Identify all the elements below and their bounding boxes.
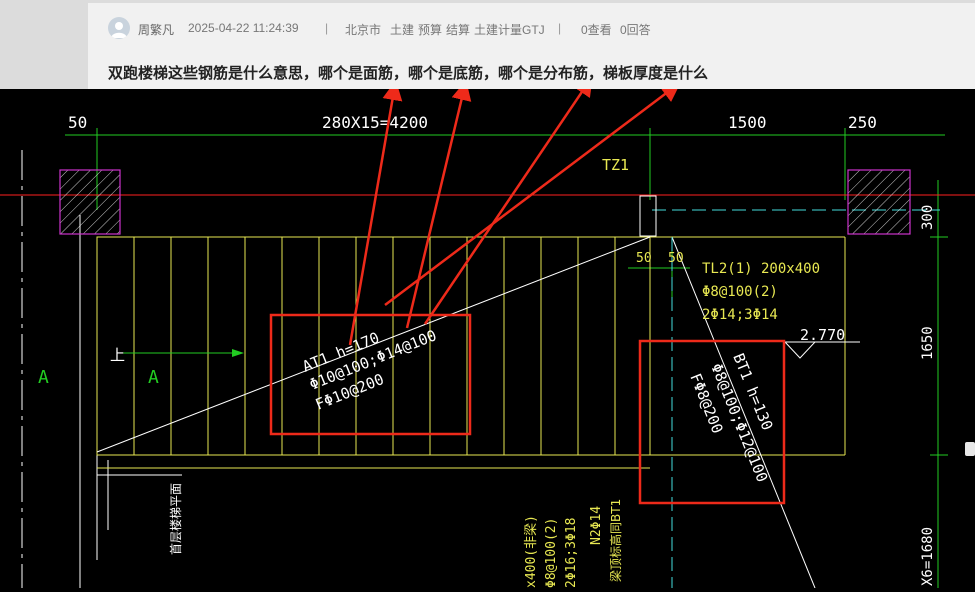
dimension-lines — [0, 128, 975, 588]
question-title[interactable]: 双跑楼梯这些钢筋是什么意思，哪个是面筋，哪个是底筋，哪个是分布筋，梯板厚度是什么 — [108, 64, 709, 82]
tl2-line2: Φ8@100(2) — [702, 284, 778, 300]
avatar[interactable] — [108, 17, 130, 39]
dim-steps: 280X15=4200 — [322, 113, 428, 132]
beam-text-3: 2Φ16;3Φ18 — [564, 518, 579, 588]
dim-300: 300 — [920, 205, 936, 230]
tl2-line1: TL2(1) 200x400 — [702, 261, 820, 277]
meta-separator: | — [325, 21, 329, 35]
tag-settlement[interactable]: 结算 — [446, 23, 471, 37]
dim-1680: X6=1680 — [920, 527, 936, 586]
dim-50a: 50 — [636, 251, 652, 266]
dim-landing: 1500 — [728, 113, 767, 132]
tz1-label: TZ1 — [602, 156, 629, 174]
tag-region[interactable]: 北京市 — [345, 23, 382, 37]
stair-plan-svg: 50 280X15=4200 1500 250 300 1650 X6=1680… — [0, 75, 975, 589]
beam-text-2: Φ8@100(2) — [544, 518, 559, 588]
author-name[interactable]: 周繁凡 — [138, 23, 175, 37]
tag-civil[interactable]: 土建 — [390, 23, 415, 37]
question-header: 周繁凡 2025-04-22 11:24:39 | 北京市 土建 预算 结算 土… — [0, 0, 975, 89]
stair-break-lines — [96, 209, 940, 589]
stair-treads — [96, 236, 846, 469]
floor-plan-caption: 首层楼梯平面 — [168, 483, 183, 555]
meta-separator: | — [558, 21, 562, 35]
view-count: 0查看 — [581, 23, 612, 37]
side-panel-icon[interactable] — [965, 442, 975, 456]
beam-text-4: N2Φ14 — [589, 506, 604, 545]
up-arrow-head — [232, 349, 244, 357]
hatched-columns — [59, 169, 911, 237]
tag-gtj[interactable]: 土建计量GTJ — [474, 23, 545, 37]
dim-1650: 1650 — [920, 326, 936, 360]
cad-drawing: 50 280X15=4200 1500 250 300 1650 X6=1680… — [0, 75, 975, 589]
section-a-right: A — [148, 367, 159, 388]
annotation-arrows — [348, 75, 681, 346]
post-datetime: 2025-04-22 11:24:39 — [188, 21, 299, 35]
beam-text-1: x400(非梁) — [524, 515, 539, 588]
dim-right: 250 — [848, 113, 877, 132]
section-a-left: A — [38, 367, 49, 388]
up-label: 上 — [110, 346, 125, 364]
beam-text-5: 梁顶标高同BT1 — [608, 499, 623, 582]
level-value: 2.770 — [800, 326, 845, 344]
dim-50b: 50 — [668, 251, 684, 266]
question-card — [88, 3, 975, 89]
answer-count: 0回答 — [620, 23, 651, 37]
level-marker — [783, 341, 817, 359]
tag-budget[interactable]: 预算 — [418, 23, 443, 37]
dim-left: 50 — [68, 113, 87, 132]
user-icon — [111, 22, 127, 38]
tl2-line3: 2Φ14;3Φ14 — [702, 307, 778, 323]
annotation-boxes — [269, 313, 786, 505]
